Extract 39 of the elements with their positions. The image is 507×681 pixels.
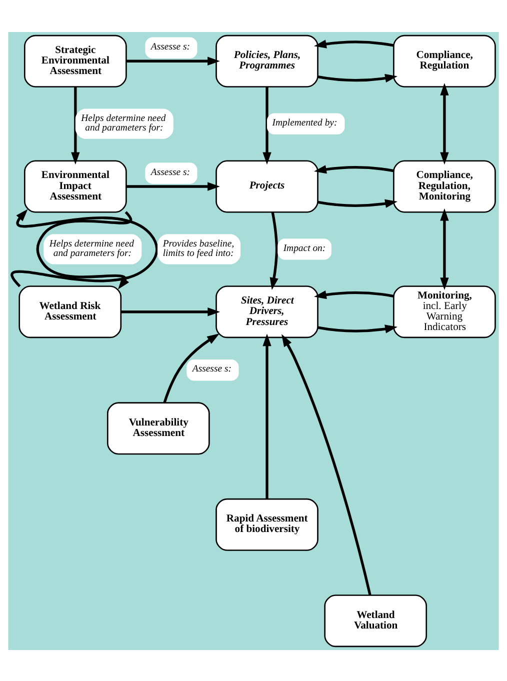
arrow: [36, 210, 132, 289]
node-box: Environmental Impact Assessment: [24, 160, 127, 212]
arrow: [440, 82, 449, 164]
node-box: Projects: [216, 160, 318, 212]
arrow: [71, 86, 80, 164]
arrow: [11, 208, 158, 287]
arrow: [318, 73, 398, 82]
arrow: [440, 208, 449, 290]
arrow: [270, 212, 278, 290]
arrow: [121, 307, 220, 316]
node-box: Wetland Risk Assessment: [18, 285, 122, 338]
edge-label: Assesse s:: [150, 40, 190, 52]
arrow: [314, 290, 394, 299]
arrow: [126, 56, 220, 65]
node-box: Monitoring, incl. Early Warning Indicators: [393, 285, 496, 338]
edge-label: Assesse s:: [150, 166, 190, 178]
node-box: Sites, Direct Drivers, Pressures: [216, 285, 318, 338]
arrow: [314, 39, 394, 48]
edge-label: Helps determine need and parameters for:: [81, 112, 166, 134]
node-box: Rapid Assessment of biodiversity: [216, 498, 318, 550]
node-box: Wetland Valuation: [324, 594, 428, 647]
node-box: Policies, Plans, Programmes: [216, 34, 318, 87]
node-box: Vulnerability Assessment: [106, 402, 210, 454]
edge-label: Impact on:: [283, 242, 326, 254]
arrow: [262, 333, 272, 498]
edge-label: Implemented by:: [272, 116, 338, 128]
node-box: Compliance, Regulation, Monitoring: [393, 160, 496, 212]
edge-label: Provides baseline, limits to feed into:: [162, 238, 234, 259]
arrow: [126, 182, 220, 190]
node-box: Compliance, Regulation: [393, 34, 496, 87]
arrow: [262, 86, 272, 164]
arrow: [282, 334, 372, 595]
node-box: Strategic Environmental Assessment: [24, 34, 127, 87]
arrow: [163, 333, 220, 403]
arrow: [314, 164, 394, 174]
edge-label: Assesse s:: [192, 363, 232, 374]
arrow: [318, 198, 398, 208]
edge-label: Helps determine need and parameters for:: [49, 238, 134, 259]
arrow: [318, 324, 398, 333]
